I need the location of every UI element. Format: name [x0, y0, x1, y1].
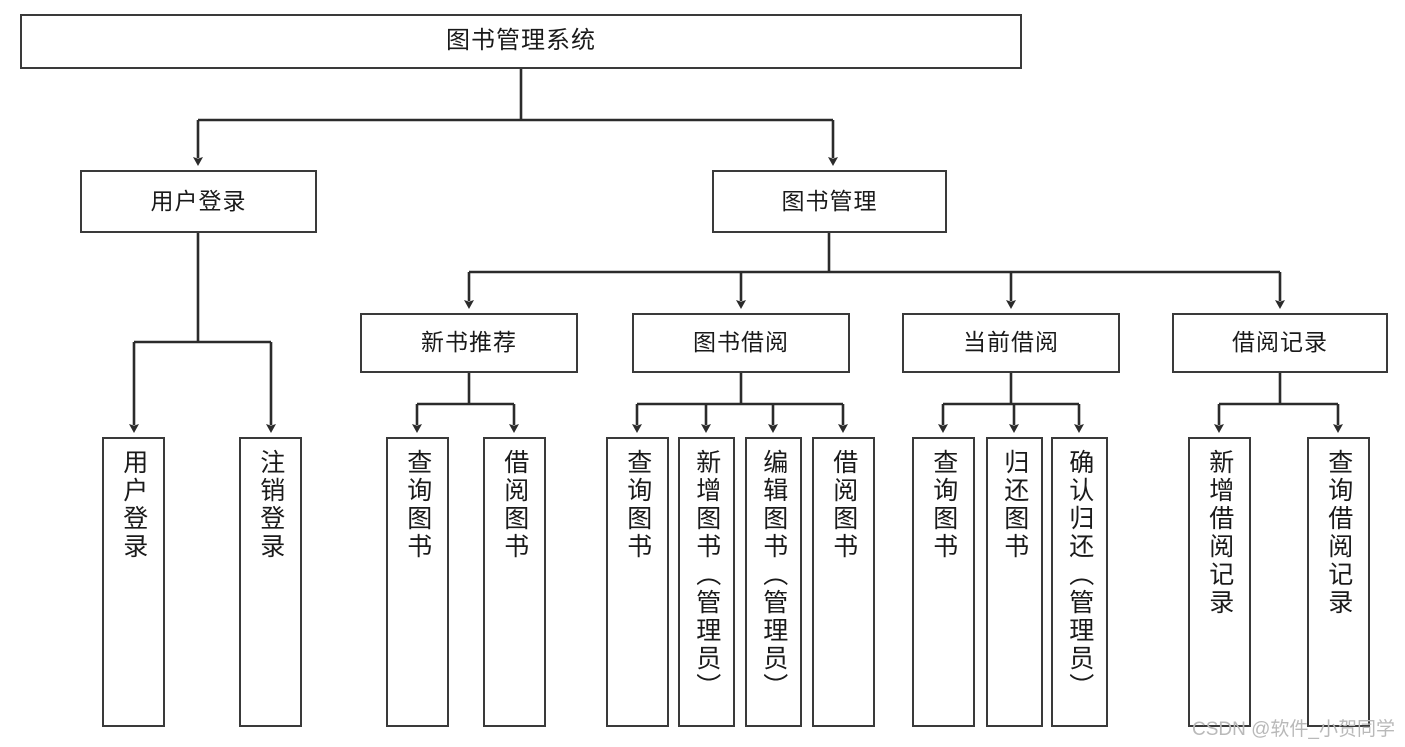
node-user-login[interactable]: 用户登录 — [80, 170, 317, 233]
node-book-management[interactable]: 图书管理 — [712, 170, 947, 233]
leaf-user-login[interactable]: 用户登录 — [102, 437, 165, 727]
leaf-new-borrow-book[interactable]: 借阅图书 — [483, 437, 546, 727]
leaf-current-confirm-return[interactable]: 确认归还（管理员） — [1051, 437, 1108, 727]
node-label: 注销登录 — [256, 449, 285, 561]
leaf-new-query-book[interactable]: 查询图书 — [386, 437, 449, 727]
node-label: 当前借阅 — [963, 329, 1059, 356]
leaf-record-add[interactable]: 新增借阅记录 — [1188, 437, 1251, 727]
node-label: 查询图书 — [403, 449, 432, 561]
node-label: 借阅图书 — [829, 449, 858, 561]
node-book-borrow[interactable]: 图书借阅 — [632, 313, 850, 373]
node-label: 图书管理 — [781, 187, 878, 214]
node-label: 用户登录 — [150, 187, 247, 214]
node-current-borrow[interactable]: 当前借阅 — [902, 313, 1120, 373]
leaf-borrow-query-book[interactable]: 查询图书 — [606, 437, 669, 727]
leaf-borrow-borrow-book[interactable]: 借阅图书 — [812, 437, 875, 727]
node-label: 确认归还（管理员） — [1065, 449, 1094, 701]
node-label: 新增图书（管理员） — [692, 449, 721, 701]
leaf-borrow-edit-book[interactable]: 编辑图书（管理员） — [745, 437, 802, 727]
node-label: 归还图书 — [1000, 449, 1029, 561]
node-label: 查询图书 — [623, 449, 652, 561]
node-borrow-record[interactable]: 借阅记录 — [1172, 313, 1388, 373]
node-label: 图书管理系统 — [446, 27, 596, 55]
leaf-current-return-book[interactable]: 归还图书 — [986, 437, 1043, 727]
leaf-current-query-book[interactable]: 查询图书 — [912, 437, 975, 727]
node-label: 新书推荐 — [421, 329, 517, 356]
node-new-book-recommend[interactable]: 新书推荐 — [360, 313, 578, 373]
csdn-watermark: CSDN @软件_小贺同学 — [1192, 719, 1395, 740]
node-label: 借阅记录 — [1232, 329, 1328, 356]
leaf-user-logout[interactable]: 注销登录 — [239, 437, 302, 727]
node-label: 新增借阅记录 — [1205, 449, 1234, 617]
leaf-record-query[interactable]: 查询借阅记录 — [1307, 437, 1370, 727]
leaf-borrow-add-book[interactable]: 新增图书（管理员） — [678, 437, 735, 727]
node-label: 查询借阅记录 — [1324, 449, 1353, 617]
node-label: 借阅图书 — [500, 449, 529, 561]
node-label: 用户登录 — [119, 449, 148, 561]
node-label: 编辑图书（管理员） — [759, 449, 788, 701]
node-label: 查询图书 — [929, 449, 958, 561]
node-root-system[interactable]: 图书管理系统 — [20, 14, 1022, 69]
node-label: 图书借阅 — [693, 329, 789, 356]
